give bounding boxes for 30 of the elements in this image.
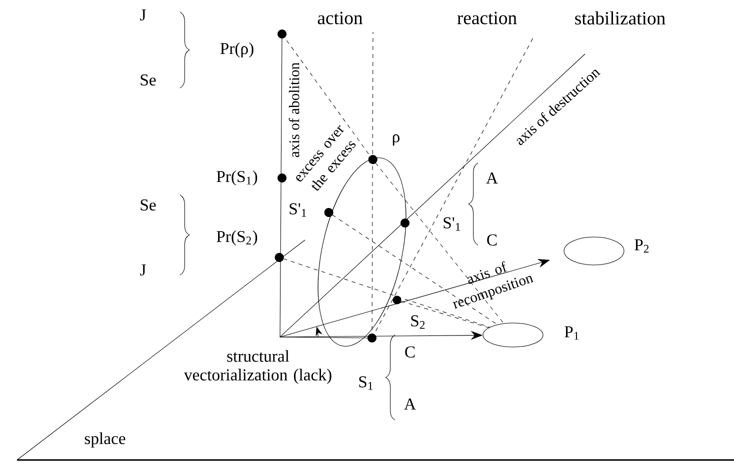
axis-label: structural vectorialization (lack) bbox=[184, 350, 332, 384]
projection-label: Pr(S$_{2}$) bbox=[216, 230, 258, 246]
point-label: S$_{2}$ bbox=[411, 315, 425, 329]
column-heading: stabilization bbox=[575, 11, 666, 25]
symbol-label: A bbox=[404, 398, 416, 410]
point-dot bbox=[392, 296, 402, 304]
projection-line bbox=[368, 155, 504, 324]
projection-label: Pr(S$_{1}$) bbox=[216, 170, 258, 186]
symbol-label: A bbox=[486, 172, 498, 184]
point-label: S'$_{1}$ bbox=[290, 203, 306, 217]
point-label: S'$_{1}$ bbox=[444, 217, 460, 231]
point-label: P$_{1}$ bbox=[564, 326, 578, 340]
ellipse-shape bbox=[482, 322, 544, 348]
symbol-label: Se bbox=[140, 199, 156, 211]
symbol-label: J bbox=[140, 9, 146, 21]
area-label: splace bbox=[84, 432, 126, 448]
point-label: P$_{2}$ bbox=[634, 239, 649, 253]
point-label: ρ bbox=[392, 134, 400, 146]
projection-line bbox=[324, 208, 498, 325]
column-heading: reaction bbox=[457, 12, 517, 24]
ellipse-shape bbox=[564, 236, 624, 266]
point-label: S$_{1}$ bbox=[359, 376, 373, 390]
symbol-label: C bbox=[487, 234, 497, 246]
symbol-label: J bbox=[140, 264, 146, 276]
projection-label: Pr(ρ) bbox=[220, 42, 254, 58]
symbol-label: Se bbox=[140, 74, 156, 86]
column-heading: action bbox=[318, 12, 363, 24]
symbol-label: C bbox=[405, 346, 415, 358]
projection-line bbox=[274, 252, 490, 328]
projection-line bbox=[400, 300, 489, 328]
